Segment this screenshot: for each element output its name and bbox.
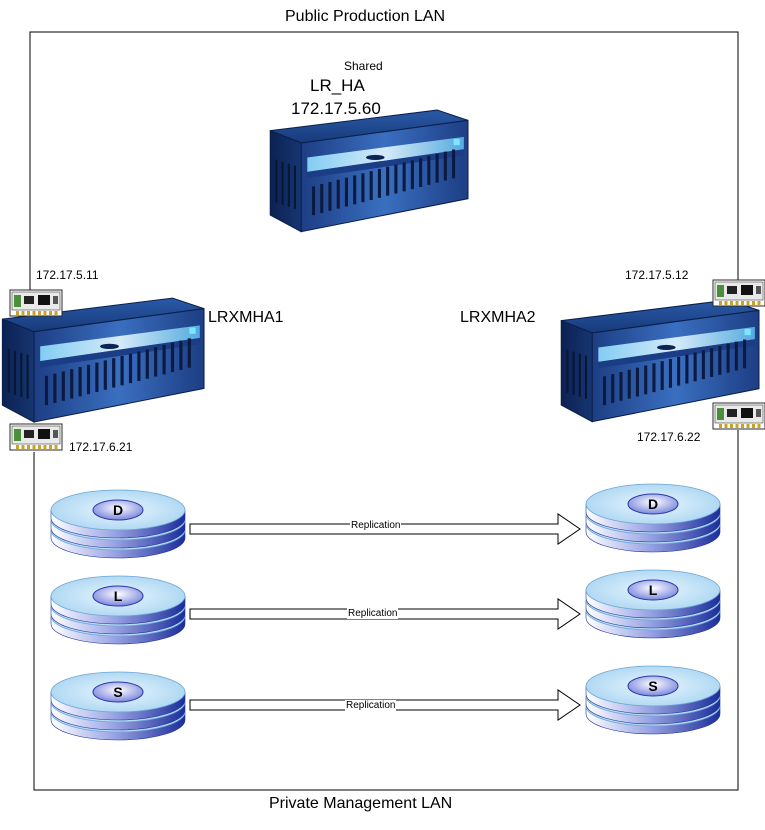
server-1-private-ip: 172.17.6.21: [69, 440, 133, 454]
disk-stack-icon: S: [585, 665, 721, 735]
server-1-public-ip: 172.17.5.11: [36, 268, 99, 282]
shared-server-ip: 172.17.5.60: [291, 99, 381, 118]
nic-card-icon: [9, 289, 63, 317]
disk-letter: S: [113, 684, 122, 700]
server-lrxmha1-icon: [1, 297, 205, 423]
disk-letter: L: [114, 588, 123, 604]
replication-label: Replication: [347, 608, 399, 619]
shared-server-name: LR_HA: [310, 76, 365, 95]
public-lan-wire: [29, 31, 739, 292]
shared-server-icon: [269, 109, 469, 233]
server-lrxmha2-icon: [560, 299, 760, 423]
disk-letter: D: [648, 496, 658, 512]
public-lan-label: Public Production LAN: [285, 8, 446, 25]
server-2-private-ip: 172.17.6.22: [637, 430, 701, 444]
disk-letter: D: [113, 502, 123, 518]
disk-stack-icon: D: [585, 483, 721, 553]
shared-caption: Shared: [344, 59, 383, 73]
private-lan-wire: [33, 430, 739, 791]
replication-label: Replication: [345, 700, 397, 711]
disk-stack-icon: S: [50, 671, 186, 741]
disk-stack-icon: D: [50, 489, 186, 559]
disk-stack-icon: L: [50, 575, 186, 645]
disk-stack-icon: L: [585, 569, 721, 639]
nic-card-icon: [712, 402, 765, 430]
server-1-name: LRXMHA1: [208, 309, 284, 326]
nic-card-icon: [712, 279, 765, 307]
private-lan-label: Private Management LAN: [269, 795, 453, 812]
nic-card-icon: [9, 423, 63, 451]
replication-label: Replication: [350, 520, 402, 531]
disk-letter: S: [648, 678, 657, 694]
server-2-name: LRXMHA2: [460, 309, 536, 326]
disk-stacks: D D L L S S: [50, 483, 721, 741]
server-2-public-ip: 172.17.5.12: [625, 268, 689, 282]
disk-letter: L: [649, 582, 658, 598]
